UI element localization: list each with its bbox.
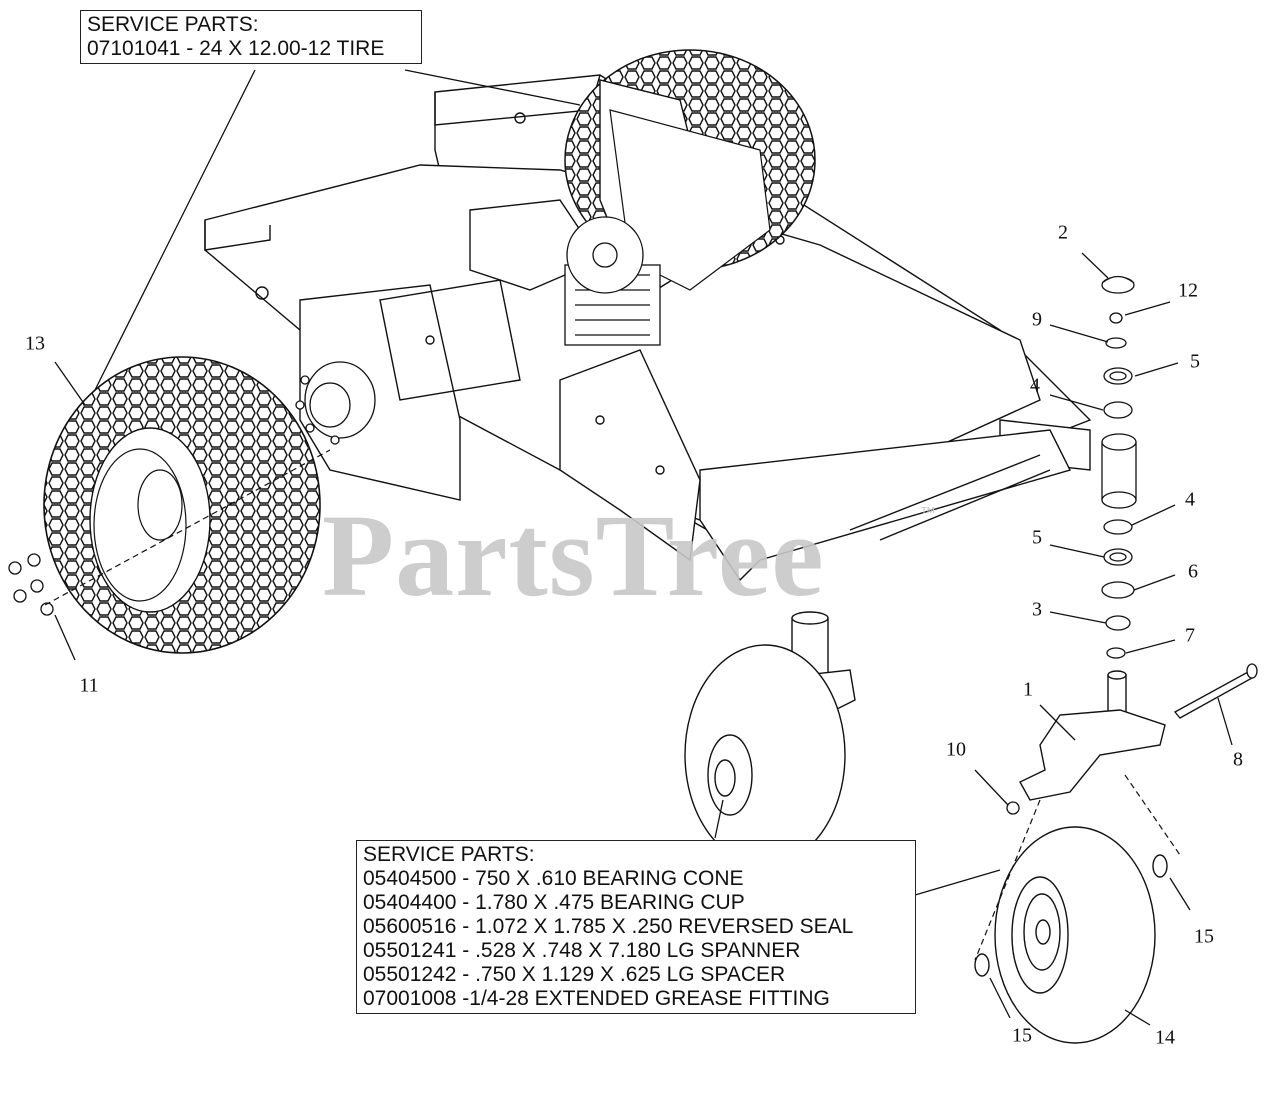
lug-nuts [8, 553, 54, 616]
ref-number-10: 10 [946, 738, 966, 761]
caster-stack [1101, 275, 1137, 659]
service-part-line: 05501241 - .528 X .748 X 7.180 LG SPANNE… [363, 939, 801, 962]
ref-number-12: 12 [1178, 279, 1198, 302]
locknut [1006, 801, 1020, 815]
axle-bolt [1173, 663, 1258, 719]
ref-number-9: 9 [1032, 308, 1042, 331]
ref-number-13: 13 [25, 332, 45, 355]
service-part-line: 07001008 -1/4-28 EXTENDED GREASE FITTING [363, 987, 830, 1010]
caster-wheel [974, 826, 1168, 1044]
ref-number-4-upper: 4 [1030, 374, 1040, 397]
ref-number-7: 7 [1185, 624, 1195, 647]
ref-number-15-left: 15 [1012, 1024, 1032, 1047]
watermark-trademark: ™ [920, 505, 936, 522]
ref-number-2: 2 [1058, 221, 1068, 244]
wheel-hub [295, 361, 376, 445]
leader-lines [54, 69, 1233, 1026]
service-part-line: 05501242 - .750 X 1.129 X .625 LG SPACER [363, 963, 786, 986]
ref-number-5-lower: 5 [1032, 526, 1042, 549]
service-parts-heading: SERVICE PARTS: [363, 843, 535, 866]
service-parts-tire-box: SERVICE PARTS: 07101041 - 24 X 12.00-12 … [80, 10, 422, 64]
service-parts-caster-box: SERVICE PARTS: 05404500 - 750 X .610 BEA… [356, 840, 916, 1014]
assembled-caster [684, 611, 856, 866]
ref-number-15-right: 15 [1194, 925, 1214, 948]
service-part-line: 05404400 - 1.780 X .475 BEARING CUP [363, 891, 745, 914]
ref-number-5-upper: 5 [1190, 350, 1200, 373]
service-part-line: 05404500 - 750 X .610 BEARING CONE [363, 867, 744, 890]
ref-number-14: 14 [1155, 1026, 1175, 1049]
ref-number-6: 6 [1188, 560, 1198, 583]
watermark: PartsTree [322, 490, 825, 621]
ref-number-8: 8 [1233, 748, 1243, 771]
transaxle-motor [564, 216, 661, 346]
rear-tire-far [564, 49, 816, 302]
ref-number-1: 1 [1023, 678, 1033, 701]
rear-tire-assembly [43, 356, 321, 654]
ref-number-4-lower: 4 [1185, 488, 1195, 511]
service-part-line: 07101041 - 24 X 12.00-12 TIRE [87, 37, 385, 60]
assembly-lines [44, 449, 1181, 961]
service-part-line: 05600516 - 1.072 X 1.785 X .250 REVERSED… [363, 915, 854, 938]
ref-number-11: 11 [79, 674, 99, 697]
caster-fork [1019, 670, 1166, 801]
service-parts-heading: SERVICE PARTS: [87, 13, 259, 36]
ref-number-3: 3 [1032, 598, 1042, 621]
